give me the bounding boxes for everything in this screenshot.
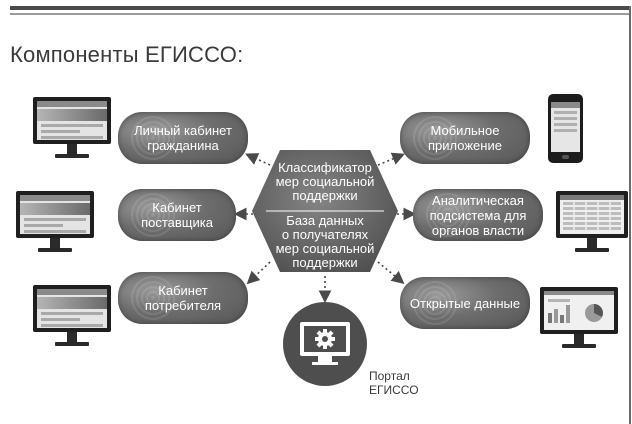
node-consumer-cabinet: Кабинет потребителя	[118, 272, 248, 324]
node-supplier-cabinet: Кабинет поставщика	[118, 189, 236, 241]
node-mobile-app-label: Мобильное приложение	[428, 123, 502, 153]
top-rule	[10, 6, 629, 10]
page-title: Компоненты ЕГИССО:	[10, 42, 244, 67]
node-mobile-app: Мобильное приложение	[400, 112, 530, 164]
node-personal-cabinet-label: Личный кабинет гражданина	[134, 123, 232, 153]
portal-label: Портал ЕГИССО	[369, 369, 419, 397]
center-bottom-text: База данных о получателях мер социальной…	[275, 213, 375, 270]
connector-lk	[245, 153, 271, 166]
smartphone-icon	[548, 94, 583, 163]
node-open-data: Открытые данные	[400, 277, 530, 329]
right-border	[629, 6, 631, 424]
node-analytics: Аналитическая подсистема для органов вла…	[413, 189, 543, 241]
node-supplier-cabinet-label: Кабинет поставщика	[141, 200, 213, 230]
gear-monitor-icon	[283, 302, 367, 386]
node-analytics-label: Аналитическая подсистема для органов вла…	[429, 192, 527, 238]
connector-opendata	[377, 261, 405, 285]
center-top-text: Классификатор мер социальной поддержки	[275, 160, 375, 203]
dashboard-chart-thumbnail	[544, 291, 614, 323]
top-rule-thin	[10, 13, 629, 15]
node-personal-cabinet: Личный кабинет гражданина	[118, 112, 248, 164]
node-consumer-cabinet-label: Кабинет потребителя	[144, 283, 222, 313]
node-open-data-label: Открытые данные	[409, 295, 521, 311]
connector-mobile	[377, 152, 405, 166]
